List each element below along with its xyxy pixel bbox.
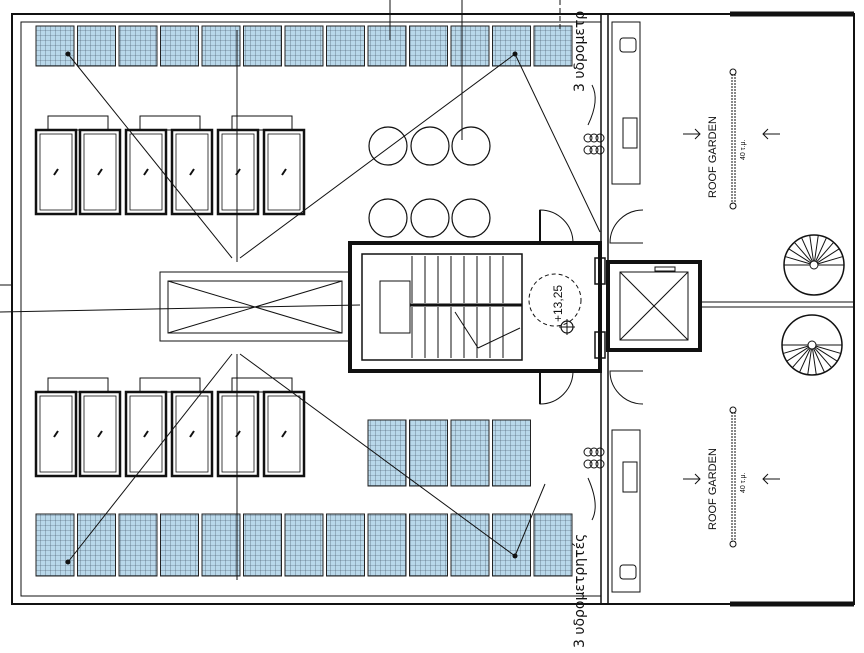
pv-panel [409, 25, 448, 67]
stair-core [348, 241, 602, 373]
hvac-bracket [139, 377, 201, 393]
hvac-units-top [34, 115, 306, 216]
pv-panel [118, 513, 158, 577]
pv-panel [77, 25, 116, 67]
pv-panel [326, 513, 365, 577]
pv-panel [326, 25, 365, 67]
pv-panel [367, 419, 407, 487]
door-swings [539, 209, 644, 405]
pv-panel [492, 25, 531, 67]
elevation-label: +13,25 [551, 285, 565, 322]
pv-panel [409, 419, 448, 487]
spiral-stair-bottom [781, 314, 843, 376]
hvac-units-bottom [34, 377, 306, 478]
pv-panel [492, 419, 531, 487]
hvac-bracket [231, 115, 293, 131]
pv-panel [492, 513, 531, 577]
water-tanks [368, 126, 491, 238]
pv-panel [409, 513, 448, 577]
pv-panel [367, 513, 407, 577]
water-meters-label-top: 3 υδρομετρ [572, 11, 588, 92]
pv-panel [284, 25, 324, 67]
hvac-bracket [47, 115, 109, 131]
pv-panel [284, 513, 324, 577]
planter-strips [611, 21, 641, 593]
pv-array-bottom [35, 513, 573, 577]
pv-panel [118, 25, 158, 67]
roof-garden-top-label: ROOF GARDEN [707, 116, 719, 198]
pv-panel [77, 513, 116, 577]
hvac-bracket [139, 115, 201, 131]
pv-panel [201, 513, 241, 577]
pv-panel [450, 419, 490, 487]
roof-garden-bottom [683, 406, 780, 548]
pv-panel [367, 25, 407, 67]
roof-garden-top-area: 40 τ.μ. [740, 140, 747, 160]
pv-panel [533, 513, 573, 577]
pv-panel [201, 25, 241, 67]
spiral-stair-top [783, 234, 845, 296]
pv-panel [160, 25, 199, 67]
water-meter-icons [583, 84, 605, 521]
pv-panel [160, 513, 199, 577]
water-meters-label-bottom: 3 υδρομετρητές [572, 534, 588, 648]
pv-panel [35, 513, 75, 577]
roof-garden-bottom-area: 40 τ.μ. [740, 473, 747, 493]
roof-garden-top [683, 68, 780, 210]
elevator-shaft [594, 257, 854, 359]
pv-panel [243, 25, 282, 67]
pv-panel [35, 25, 75, 67]
pv-array-top [35, 25, 573, 67]
leader-lines [67, 0, 601, 580]
hvac-bracket [47, 377, 109, 393]
skylight-void [159, 271, 351, 342]
pv-panel [450, 513, 490, 577]
pv-panel [533, 25, 573, 67]
pv-panel [243, 513, 282, 577]
roof-garden-bottom-label: ROOF GARDEN [707, 448, 719, 530]
pv-panel [450, 25, 490, 67]
pv-array-middle [367, 419, 531, 487]
